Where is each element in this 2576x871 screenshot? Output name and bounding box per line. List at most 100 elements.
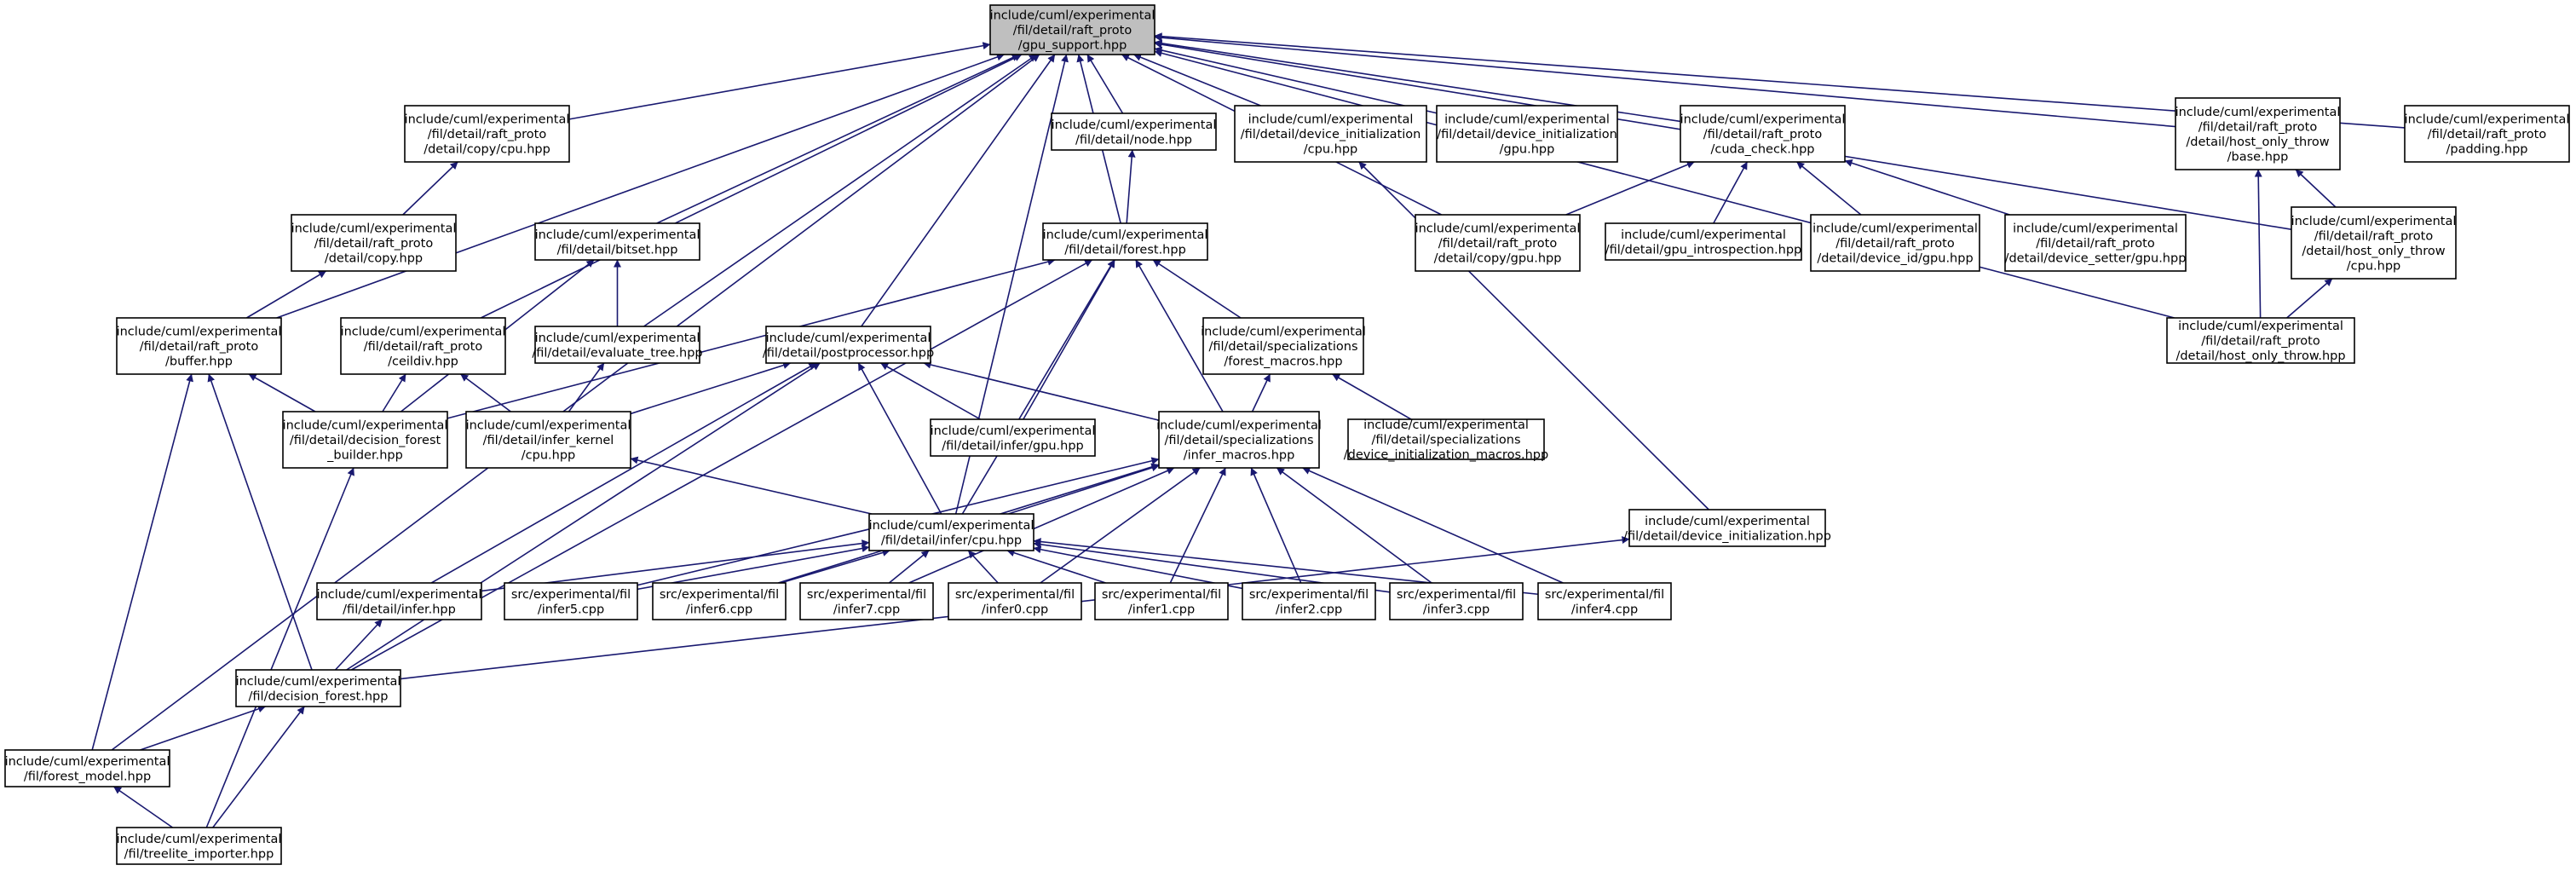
edge-copy_cpu-to-gpu_support xyxy=(568,42,991,120)
node-evaluate-tree[interactable]: include/cuml/experimental/fil/detail/eva… xyxy=(532,326,703,364)
edge-infer_macros-to-forest xyxy=(1135,259,1224,412)
node-box xyxy=(1094,582,1229,620)
node-label-line: /gpu_support.hpp xyxy=(1018,39,1127,53)
node-infer6[interactable]: src/experimental/fil/infer6.cpp xyxy=(652,582,787,620)
node-label-line: /base.hpp xyxy=(2227,150,2289,164)
node-ceildiv[interactable]: include/cuml/experimental/fil/detail/raf… xyxy=(340,317,506,375)
node-infer-cpu[interactable]: include/cuml/experimental/fil/detail/inf… xyxy=(868,513,1034,551)
edge-infer_gpu-to-postprocessor xyxy=(880,362,981,420)
node-infer1[interactable]: src/experimental/fil/infer1.cpp xyxy=(1094,582,1229,620)
node-infer-macros[interactable]: include/cuml/experimental/fil/detail/spe… xyxy=(1156,411,1322,469)
node-box xyxy=(1810,214,1980,272)
node-label-line: /fil/detail/raft_proto xyxy=(2036,237,2155,251)
node-hot-base[interactable]: include/cuml/experimental/fil/detail/raf… xyxy=(2175,97,2341,170)
node-bitset[interactable]: include/cuml/experimental/fil/detail/bit… xyxy=(534,222,700,261)
node-label-line: /fil/decision_forest.hpp xyxy=(249,689,389,703)
node-box xyxy=(1234,105,1427,163)
node-device-id-gpu[interactable]: include/cuml/experimental/fil/detail/raf… xyxy=(1810,214,1980,272)
node-label-line: /infer5.cpp xyxy=(538,603,604,616)
node-device-init-cpu[interactable]: include/cuml/experimental/fil/detail/dev… xyxy=(1234,105,1427,163)
node-label-line: /cpu.hpp xyxy=(1304,143,1357,157)
node-gpu-introspection[interactable]: include/cuml/experimental/fil/detail/gpu… xyxy=(1605,222,1802,261)
edge-infer_kernel_cpu-to-postprocessor xyxy=(630,361,792,415)
node-label-line: /fil/detail/infer/cpu.hpp xyxy=(881,534,1022,547)
edge-infer_kernel_cpu-to-evaluate_tree xyxy=(568,362,605,412)
node-postprocessor[interactable]: include/cuml/experimental/fil/detail/pos… xyxy=(763,326,934,364)
edge-infer2-to-infer_cpu xyxy=(1033,545,1243,590)
node-hot-cpu[interactable]: include/cuml/experimental/fil/detail/raf… xyxy=(2291,206,2457,280)
node-box xyxy=(868,513,1034,551)
node-infer4[interactable]: src/experimental/fil/infer4.cpp xyxy=(1537,582,1672,620)
node-copy-gpu[interactable]: include/cuml/experimental/fil/detail/raf… xyxy=(1415,214,1581,272)
node-label-line: /fil/detail/raft_proto xyxy=(314,237,434,251)
node-device-initialization[interactable]: include/cuml/experimental/fil/detail/dev… xyxy=(1623,509,1831,547)
node-label-line: /device_initialization_macros.hpp xyxy=(1344,448,1548,462)
node-infer-kernel-cpu[interactable]: include/cuml/experimental/fil/detail/inf… xyxy=(465,411,631,469)
node-label-line: /fil/detail/node.hpp xyxy=(1075,133,1192,147)
node-label-line: /fil/detail/raft_proto xyxy=(140,340,259,354)
node-buffer[interactable]: include/cuml/experimental/fil/detail/raf… xyxy=(116,317,282,375)
node-box xyxy=(116,827,282,865)
node-infer-hpp[interactable]: include/cuml/experimental/fil/detail/inf… xyxy=(316,582,482,620)
node-box xyxy=(534,326,700,364)
node-label-line: /infer4.cpp xyxy=(1571,603,1638,616)
node-box xyxy=(1605,222,1802,261)
node-box xyxy=(1389,582,1524,620)
edge-decision_forest-to-infer_hpp xyxy=(334,619,383,671)
node-padding[interactable]: include/cuml/experimental/fil/detail/raf… xyxy=(2404,105,2570,163)
node-label-line: /infer3.cpp xyxy=(1423,603,1490,616)
node-host-only-throw[interactable]: include/cuml/experimental/fil/detail/raf… xyxy=(2166,317,2355,364)
node-box xyxy=(235,669,401,707)
node-label-line: include/cuml/experimental xyxy=(869,519,1034,533)
edge-postprocessor-to-gpu_support xyxy=(861,54,1056,327)
node-treelite-importer[interactable]: include/cuml/experimental/fil/treelite_i… xyxy=(116,827,282,865)
node-label-line: /fil/treelite_importer.hpp xyxy=(124,847,274,861)
node-label-line: /detail/host_only_throw xyxy=(2186,136,2329,149)
node-label-line: /fil/detail/raft_proto xyxy=(2428,128,2547,141)
node-label-line: /fil/detail/infer/gpu.hpp xyxy=(942,439,1083,453)
node-box xyxy=(799,582,934,620)
node-box xyxy=(1202,317,1364,375)
node-infer-gpu[interactable]: include/cuml/experimental/fil/detail/inf… xyxy=(930,418,1096,457)
node-box xyxy=(534,222,700,261)
node-infer7[interactable]: src/experimental/fil/infer7.cpp xyxy=(799,582,934,620)
edge-infer1-to-infer_cpu xyxy=(1006,549,1106,584)
node-forest[interactable]: include/cuml/experimental/fil/detail/for… xyxy=(1042,222,1208,261)
node-node[interactable]: include/cuml/experimental/fil/detail/nod… xyxy=(1051,112,1217,151)
node-label-line: include/cuml/experimental xyxy=(5,755,170,769)
node-label-line: /fil/detail/bitset.hpp xyxy=(557,243,678,257)
node-label-line: /infer_macros.hpp xyxy=(1184,449,1295,463)
node-label-line: include/cuml/experimental xyxy=(317,588,482,602)
node-label-line: include/cuml/experimental xyxy=(117,833,282,846)
node-box xyxy=(2291,206,2457,280)
edge-decision_forest_builder-to-ceildiv xyxy=(382,373,406,412)
node-device-init-macros[interactable]: include/cuml/experimental/fil/detail/spe… xyxy=(1344,418,1548,462)
node-box xyxy=(652,582,787,620)
node-label-line: /fil/detail/raft_proto xyxy=(1013,24,1132,37)
node-label-line: include/cuml/experimental xyxy=(1444,113,1610,127)
node-cuda-check[interactable]: include/cuml/experimental/fil/detail/raf… xyxy=(1680,105,1846,163)
node-label-line: src/experimental/fil xyxy=(1102,588,1221,602)
node-label-line: /ceildiv.hpp xyxy=(388,355,458,369)
node-forest-macros[interactable]: include/cuml/experimental/fil/detail/spe… xyxy=(1201,317,1366,375)
node-label-line: /fil/detail/raft_proto xyxy=(2314,229,2434,243)
node-infer2[interactable]: src/experimental/fil/infer2.cpp xyxy=(1242,582,1376,620)
node-forest-model[interactable]: include/cuml/experimental/fil/forest_mod… xyxy=(4,749,170,787)
node-device-init-gpu[interactable]: include/cuml/experimental/fil/detail/dev… xyxy=(1436,105,1618,163)
node-label-line: /fil/detail/specializations xyxy=(1208,340,1357,354)
node-decision-forest[interactable]: include/cuml/experimental/fil/decision_f… xyxy=(235,669,401,707)
node-decision-forest-builder[interactable]: include/cuml/experimental/fil/detail/dec… xyxy=(282,411,448,469)
node-infer0[interactable]: src/experimental/fil/infer0.cpp xyxy=(948,582,1082,620)
node-copy[interactable]: include/cuml/experimental/fil/detail/raf… xyxy=(291,214,457,272)
node-copy-cpu[interactable]: include/cuml/experimental/fil/detail/raf… xyxy=(404,105,570,163)
node-infer5[interactable]: src/experimental/fil/infer5.cpp xyxy=(504,582,638,620)
node-box xyxy=(291,214,457,272)
node-infer3[interactable]: src/experimental/fil/infer3.cpp xyxy=(1389,582,1524,620)
node-label-line: /infer7.cpp xyxy=(833,603,900,616)
node-label-line: /fil/detail/postprocessor.hpp xyxy=(763,346,934,360)
node-label-line: /fil/detail/evaluate_tree.hpp xyxy=(532,346,702,360)
node-device-setter-gpu[interactable]: include/cuml/experimental/fil/detail/raf… xyxy=(2004,214,2187,272)
edge-treelite_importer-to-decision_forest xyxy=(212,706,305,828)
node-label-line: /cuda_check.hpp xyxy=(1710,143,1814,157)
node-box xyxy=(1680,105,1846,163)
